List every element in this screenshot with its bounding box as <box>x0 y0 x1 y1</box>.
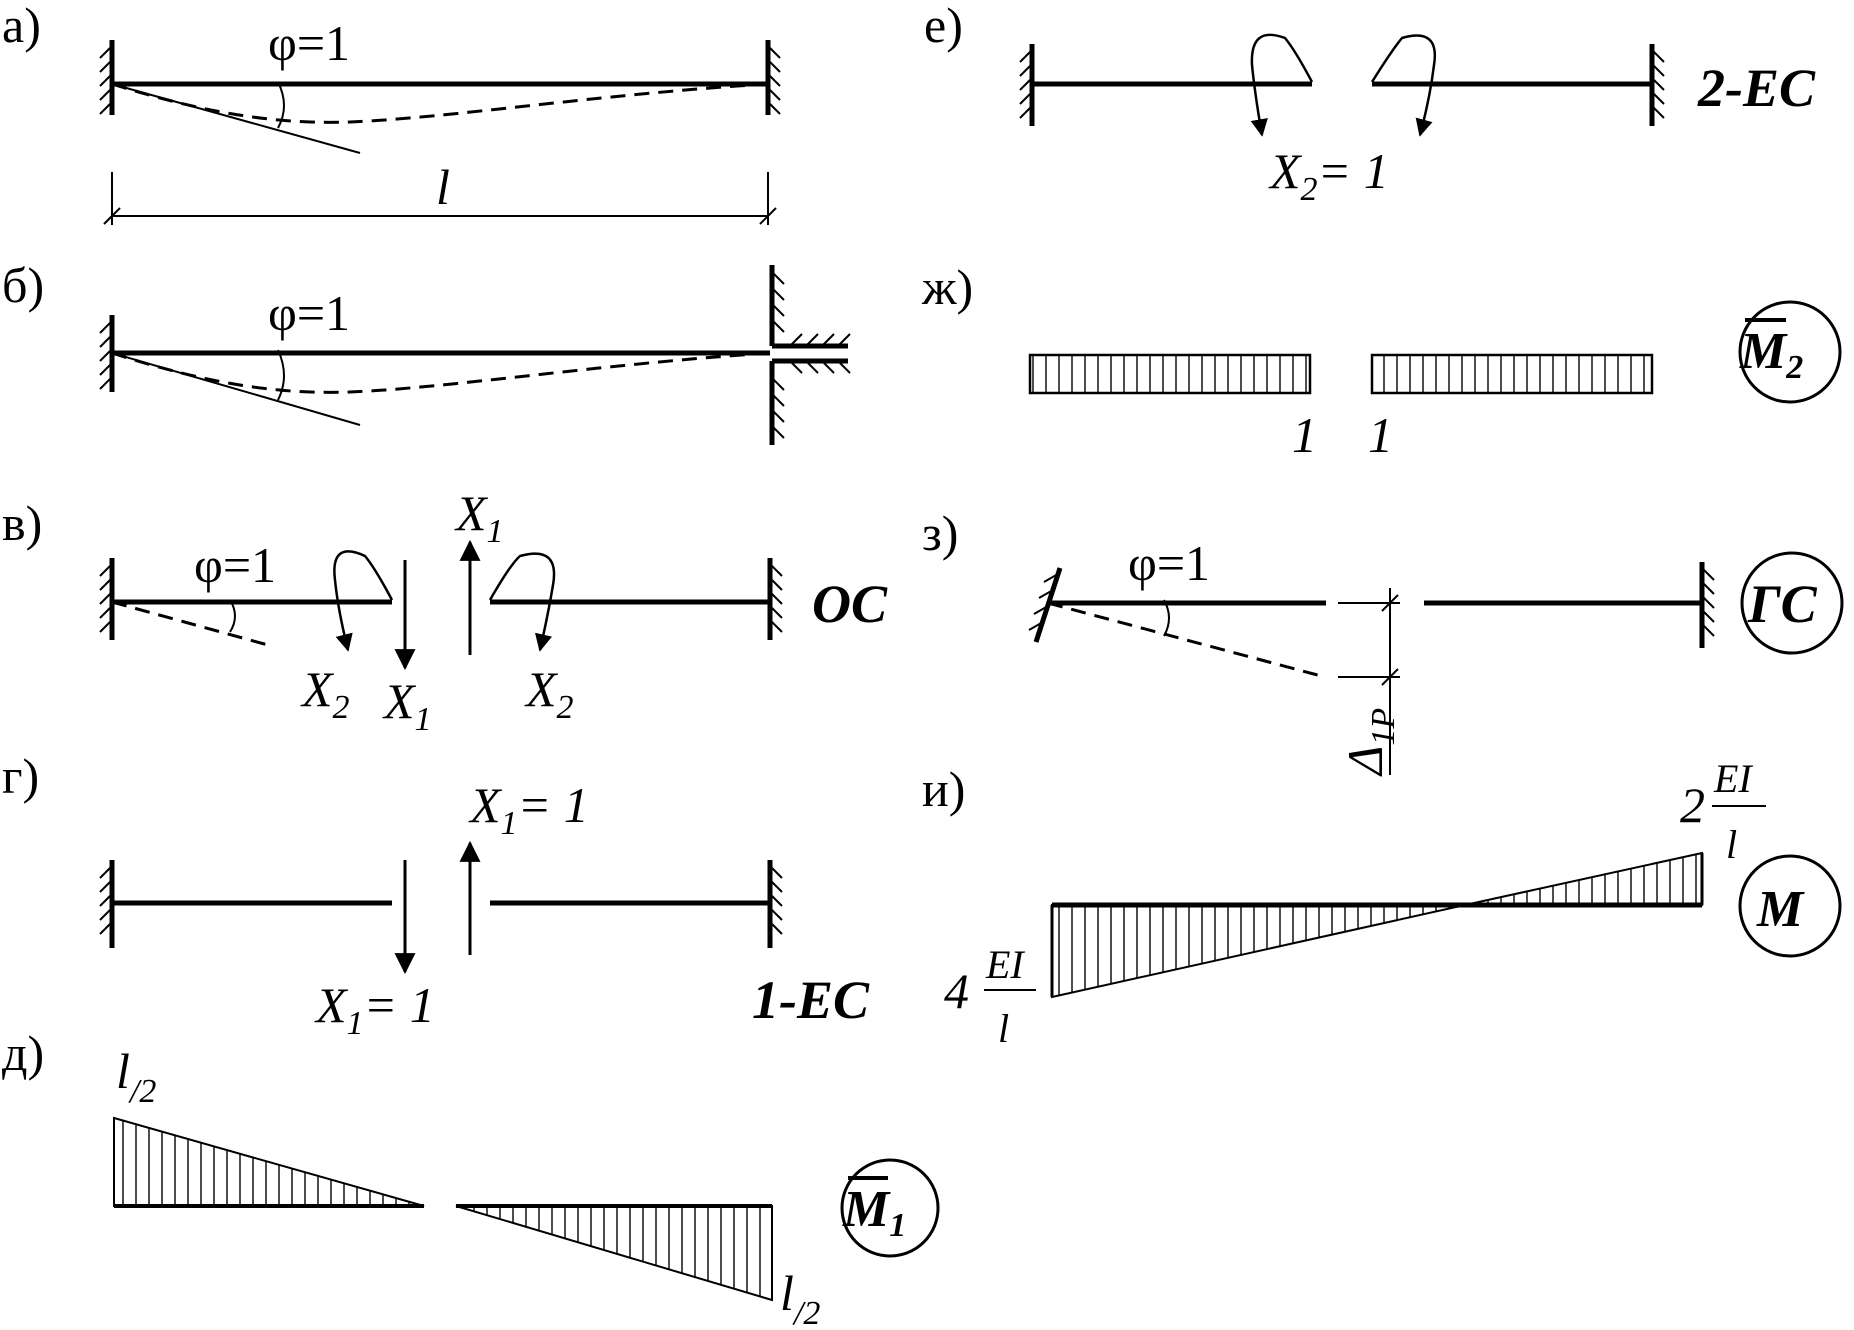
panel-label-b: б) <box>2 257 44 313</box>
panel-a: а) φ=1 l <box>2 0 781 225</box>
deflected-line <box>1047 601 1326 679</box>
rotation-line <box>111 352 361 426</box>
panel-label-e: е) <box>924 0 963 53</box>
panel-label-v: в) <box>2 495 42 551</box>
panel-d: д) l/2 l/2 M1 <box>2 1025 940 1330</box>
moment-diagram-positive <box>1464 851 1703 906</box>
svg-text:4: 4 <box>944 963 969 1019</box>
panel-e: е) X2= 1 2-ЕС <box>924 0 1816 208</box>
moment-diagram-left <box>1028 353 1312 395</box>
value-l-half-bottom: l/2 <box>780 1265 820 1330</box>
fixed-support-right <box>767 860 783 948</box>
panel-i: и) 4 EI l 2 EI l M <box>922 756 1842 1051</box>
moment-diagram-right <box>1370 353 1654 395</box>
x1-bottom-label: X1= 1 <box>314 977 435 1042</box>
deflected-shape <box>111 82 769 124</box>
fixed-support-right <box>1699 562 1715 648</box>
x1-top-label: X1= 1 <box>468 777 589 842</box>
fixed-support-left <box>99 40 115 115</box>
panel-label-a: а) <box>2 0 41 53</box>
moment-x2-right <box>1370 34 1437 137</box>
panel-g: г) X1= 1 X1= 1 1-ЕС <box>2 748 870 1042</box>
moment-diagram-negative <box>1051 904 1466 999</box>
fixed-support-left <box>99 558 115 640</box>
fixed-support-left <box>1019 44 1035 126</box>
panel-v: в) φ=1 X1 X2 X1 X2 ОС <box>2 485 888 738</box>
value-l-half-top: l/2 <box>116 1043 156 1110</box>
delta-1p-label: Δ1P <box>1337 708 1402 777</box>
moment-diagram-right <box>455 1205 773 1302</box>
phi-label: φ=1 <box>268 285 350 341</box>
rotation-line <box>111 600 269 647</box>
system-label-1es: 1-ЕС <box>752 970 870 1030</box>
svg-text:M2: M2 <box>1739 323 1803 386</box>
angle-arc <box>229 599 236 633</box>
svg-text:2: 2 <box>1680 777 1705 833</box>
diagram-label-m1: M1 <box>840 1158 940 1258</box>
svg-text:M: M <box>1756 881 1805 938</box>
diagram-label-m: M <box>1738 854 1842 958</box>
svg-text:l: l <box>998 1006 1009 1051</box>
value-1-right: 1 <box>1368 407 1393 463</box>
sliding-support <box>769 265 851 445</box>
moment-x2-left <box>333 550 394 652</box>
fixed-support-left <box>99 315 115 392</box>
length-label: l <box>436 159 450 215</box>
svg-text:EI: EI <box>1713 756 1753 801</box>
fixed-support-right <box>767 558 783 640</box>
svg-text:M1: M1 <box>842 1181 906 1244</box>
system-label-os: ОС <box>812 574 888 634</box>
angle-arc <box>1163 599 1170 637</box>
value-2ei-l: 2 EI l <box>1680 756 1766 867</box>
panel-label-d: д) <box>2 1025 44 1081</box>
moment-x2-left <box>1250 33 1314 137</box>
panel-zh: ж) 1 1 M2 <box>921 259 1842 463</box>
dimension-line <box>103 172 777 225</box>
panel-b: б) φ=1 <box>2 257 851 445</box>
x2-label: X2= 1 <box>1268 143 1389 208</box>
x2-left-label: X2 <box>300 661 350 726</box>
angle-arc <box>277 349 285 401</box>
panel-label-i: и) <box>922 761 965 817</box>
deflected-shape <box>111 351 771 394</box>
system-label-2es: 2-ЕС <box>1697 58 1816 118</box>
x1-top-label: X1 <box>454 485 504 550</box>
phi-label: φ=1 <box>268 15 350 71</box>
phi-label: φ=1 <box>1128 535 1210 591</box>
panel-label-zh: ж) <box>921 259 973 315</box>
system-label-gs: ГС <box>1740 551 1844 655</box>
moment-diagram-left <box>113 1116 425 1207</box>
diagram-label-m2: M2 <box>1738 300 1842 404</box>
displacement-dimension <box>1338 588 1400 775</box>
moment-x2-right <box>488 552 556 652</box>
x1-bottom-label: X1 <box>382 673 432 738</box>
fixed-support-right <box>1649 44 1665 126</box>
angle-arc <box>277 81 285 129</box>
value-4ei-l: 4 EI l <box>944 942 1036 1051</box>
svg-text:ГС: ГС <box>1747 574 1818 634</box>
x2-right-label: X2 <box>524 661 574 726</box>
panel-label-g: г) <box>2 748 39 804</box>
svg-text:l: l <box>1726 822 1737 867</box>
svg-text:EI: EI <box>985 942 1025 987</box>
phi-label: φ=1 <box>194 537 276 593</box>
panel-z: з) φ=1 Δ1P ГС <box>922 505 1844 777</box>
fixed-support-right <box>765 40 781 115</box>
panel-label-z: з) <box>922 505 958 561</box>
fixed-support-left <box>99 860 115 948</box>
value-1-left: 1 <box>1292 407 1317 463</box>
rotation-line <box>111 83 361 154</box>
